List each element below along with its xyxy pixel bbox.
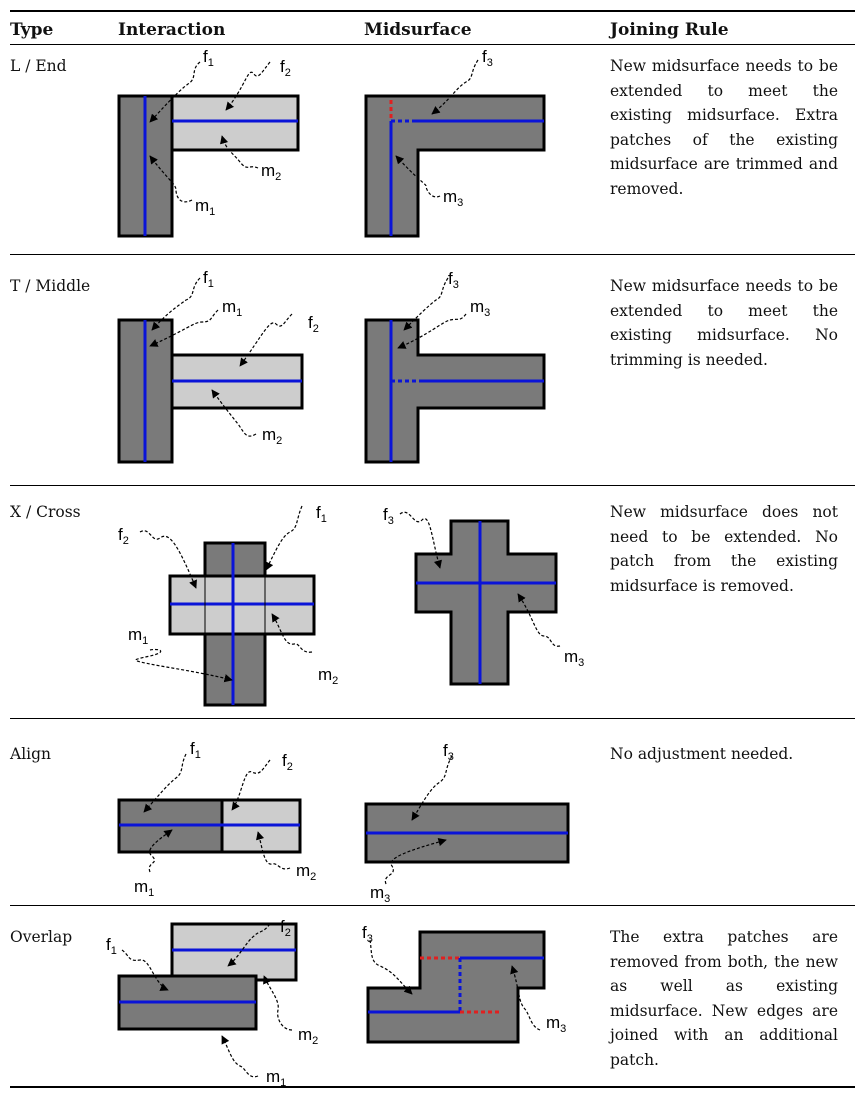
type-cell: Align [10,745,52,763]
label-m2: m2 [318,665,338,687]
label-f1: f1 [203,268,214,290]
label-m1: m1 [266,1067,286,1089]
label-f1: f1 [203,47,214,69]
t-middle-interaction-figure [117,318,304,464]
table-bottom-rule [10,1086,855,1088]
label-m3: m3 [470,297,490,319]
type-cell: X / Cross [10,503,81,521]
header-rule [10,44,855,45]
label-m3: m3 [443,187,463,209]
header-interaction: Interaction [118,20,226,40]
label-f2: f2 [280,57,291,79]
row-divider [10,905,855,906]
label-f3: f3 [362,923,373,945]
label-f2: f2 [118,525,129,547]
align-midsurface-figure [364,802,570,864]
type-cell: L / End [10,57,67,75]
label-m2: m2 [298,1025,318,1047]
label-m2: m2 [262,425,282,447]
rule-cell: New midsurface needs to be extended to m… [610,57,838,198]
align-interaction-figure [117,798,302,854]
label-m2: m2 [296,861,316,883]
rule-cell: New midsurface does not need to be exten… [610,503,838,595]
label-m1: m1 [128,625,148,647]
overlap-interaction-figure [117,922,298,1031]
header-joining-rule: Joining Rule [610,20,729,40]
label-f1: f1 [106,935,117,957]
l-end-midsurface-figure [364,94,546,238]
type-cell: T / Middle [10,277,91,295]
rule-cell: The extra patches are removed from both,… [610,928,838,1069]
t-middle-midsurface-figure [364,318,546,464]
row-divider [10,718,855,719]
label-m1: m1 [134,877,154,899]
label-f2: f2 [282,751,293,773]
header-type: Type [10,20,54,40]
row-divider [10,485,855,486]
label-m2: m2 [261,161,281,183]
label-m1: m1 [195,196,215,218]
overlap-midsurface-figure [366,930,546,1044]
label-m3: m3 [370,883,390,905]
label-m3: m3 [546,1013,566,1035]
label-m1: m1 [222,297,242,319]
label-f3: f3 [482,47,493,69]
rule-cell: New midsurface needs to be extended to m… [610,277,838,369]
label-f1: f1 [190,739,201,761]
rule-cell: No adjustment needed. [610,745,794,763]
type-cell: Overlap [10,928,73,946]
label-f3: f3 [443,741,454,763]
x-cross-interaction-figure [168,541,316,707]
label-f1: f1 [316,503,327,525]
l-end-interaction-figure [117,94,300,238]
row-divider [10,254,855,255]
table-top-rule [10,10,855,12]
label-f3: f3 [383,505,394,527]
x-cross-midsurface-figure [414,519,558,686]
header-midsurface: Midsurface [364,20,472,40]
label-m3: m3 [564,647,584,669]
label-f2: f2 [308,313,319,335]
label-f2: f2 [280,917,291,939]
label-f3: f3 [448,269,459,291]
